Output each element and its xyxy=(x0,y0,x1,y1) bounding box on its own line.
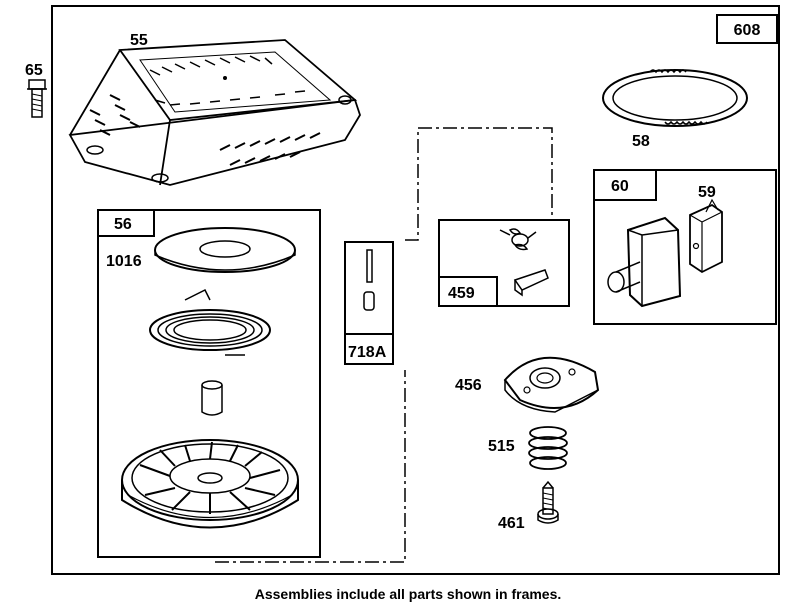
spring-kit-label-box xyxy=(438,276,498,307)
housing-label: 55 xyxy=(130,32,148,49)
spring-label: 515 xyxy=(488,438,515,455)
clip-label: 59 xyxy=(698,184,716,201)
pulley xyxy=(121,439,299,529)
screw-label: 461 xyxy=(498,515,525,532)
main-frame xyxy=(51,5,780,575)
block-kit-label-box xyxy=(593,169,657,201)
pin-kit-frame xyxy=(344,241,394,365)
spring-coil-label: 58 xyxy=(632,133,650,150)
torsion-spring xyxy=(499,228,537,251)
block-kit-frame xyxy=(593,169,777,325)
washer-1016: 1016 xyxy=(106,227,296,273)
pin xyxy=(363,249,375,311)
main-frame-label-box xyxy=(716,14,778,44)
recoil-frame xyxy=(97,209,321,558)
caption: Assemblies include all parts shown in fr… xyxy=(255,586,562,602)
block-kit-label: 60 xyxy=(611,178,629,195)
recoil-frame-label-box xyxy=(97,209,155,237)
brake-block xyxy=(607,216,682,308)
plate-label: 456 xyxy=(455,377,482,394)
pin-kit-label: 718A xyxy=(348,344,387,361)
plate-456: 456 xyxy=(455,356,600,413)
main-frame-label: 608 xyxy=(734,22,761,39)
spring-kit-frame xyxy=(438,219,570,307)
connector-line xyxy=(215,127,553,563)
washer-label: 1016 xyxy=(106,253,142,270)
spring-kit-label: 459 xyxy=(448,285,475,302)
bolt-label: 65 xyxy=(25,62,43,79)
recoil-frame-label: 56 xyxy=(114,216,132,233)
retainer-clip xyxy=(689,198,723,274)
spring-515: 515 xyxy=(488,426,568,470)
screw-461: 461 xyxy=(498,480,559,532)
spring-coil-58: 58 xyxy=(602,69,748,150)
rewind-spring xyxy=(149,288,271,356)
bushing xyxy=(201,380,223,416)
housing-55: 55 xyxy=(68,32,361,186)
bolt-65: 65 xyxy=(25,62,47,118)
pawl xyxy=(513,269,549,297)
